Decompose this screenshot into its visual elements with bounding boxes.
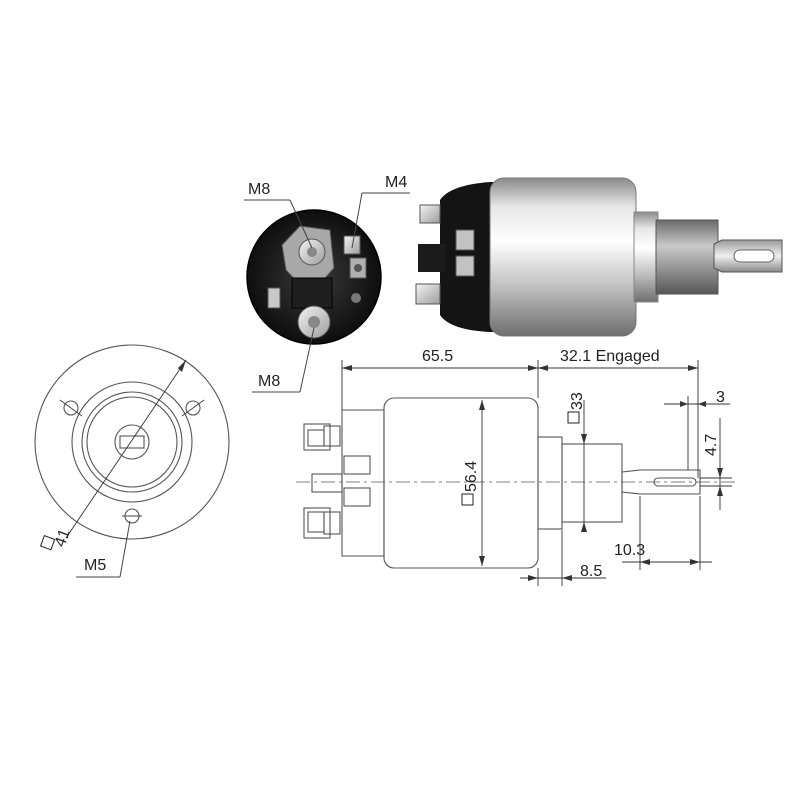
drawing-body: [383, 397, 539, 569]
dim-tab-offset: 3: [716, 389, 725, 406]
label-m4: M4: [385, 174, 407, 191]
can-neck: [633, 211, 659, 303]
dim-nose-length: 8.5: [580, 563, 602, 580]
square-symbol-body: [461, 493, 474, 506]
upper-stud: [419, 204, 441, 224]
dimension-lines: [341, 360, 732, 586]
flange-outline: [34, 344, 230, 540]
photo-leaders: [244, 192, 410, 393]
front-view: [34, 344, 230, 578]
drawing-cap: [341, 409, 385, 557]
plunger-circle: [114, 424, 150, 460]
lower-stud: [415, 283, 441, 305]
dim-engaged-stroke: 32.1 Engaged: [560, 348, 660, 365]
solenoid-can: [489, 177, 637, 337]
label-m8-top: M8: [248, 181, 270, 198]
square-symbol-nose: [567, 411, 580, 424]
end-cap-photo: [246, 209, 382, 345]
small-terminal-tab: [343, 235, 361, 255]
dim-tab-length: 10.3: [614, 542, 645, 559]
solenoid-photo: [415, 177, 783, 337]
label-m5: M5: [84, 557, 106, 574]
dim-tab-width: 4.7: [703, 434, 720, 456]
mount-hole-right: [185, 400, 201, 416]
drawing-plunger: [561, 443, 623, 523]
diameter-line: [65, 359, 187, 539]
drawing-tab: [621, 469, 701, 495]
drawing-nose: [537, 436, 563, 530]
dim-overall-length: 65.5: [422, 348, 453, 365]
plunger: [655, 219, 719, 295]
mount-hole-left: [63, 400, 79, 416]
side-view-drawing: [296, 397, 738, 569]
label-square-41: 41: [52, 527, 74, 550]
label-m8-bottom: M8: [258, 373, 280, 390]
dim-body-size: 56.4: [463, 461, 480, 492]
dim-nose-size: 33: [569, 392, 586, 410]
